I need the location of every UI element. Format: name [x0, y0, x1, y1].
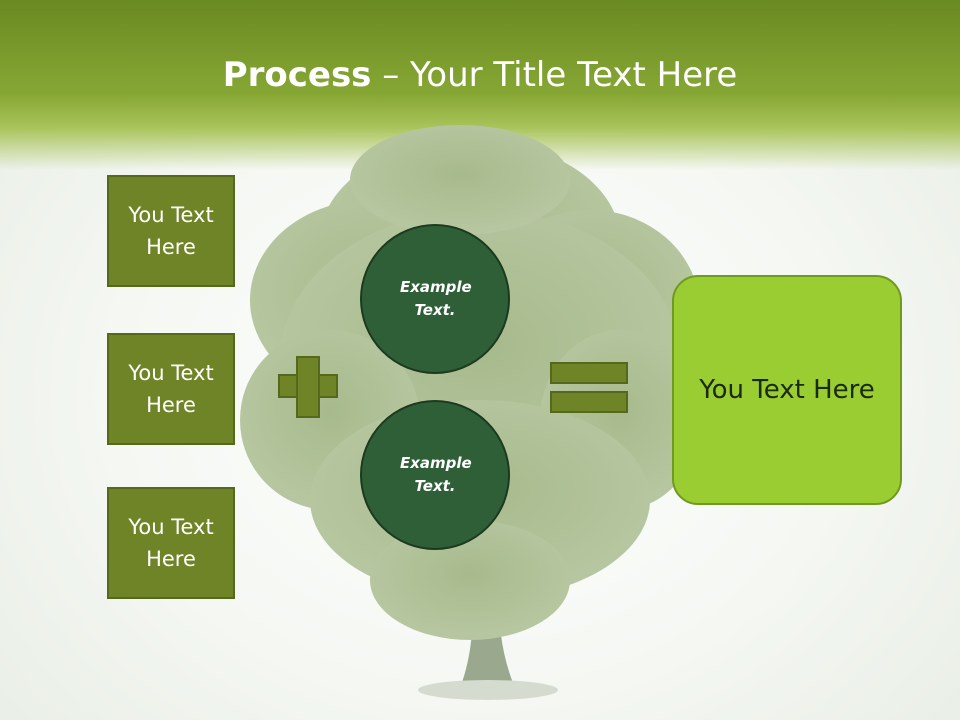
- result-box[interactable]: You Text Here: [672, 275, 902, 505]
- circle-1[interactable]: Example Text.: [360, 224, 510, 374]
- equals-bar-top: [550, 362, 628, 384]
- title-bold: Process: [222, 55, 372, 95]
- slide-title: Process – Your Title Text Here: [0, 52, 960, 98]
- text-box-2[interactable]: You Text Here: [107, 333, 235, 445]
- title-rest: – Your Title Text Here: [371, 55, 738, 95]
- circle-2-label: Example Text.: [400, 454, 472, 495]
- circle-1-label: Example Text.: [400, 278, 472, 319]
- text-box-1[interactable]: You Text Here: [107, 175, 235, 287]
- text-box-3[interactable]: You Text Here: [107, 487, 235, 599]
- equals-bar-bottom: [550, 391, 628, 413]
- plus-bar-vertical: [296, 356, 320, 418]
- circle-2[interactable]: Example Text.: [360, 400, 510, 550]
